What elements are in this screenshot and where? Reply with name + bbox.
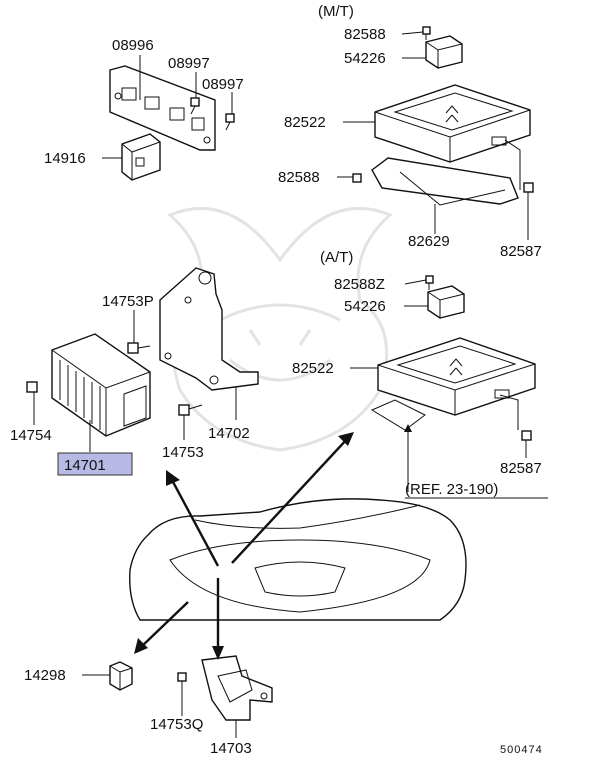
part-label-82588-mt2[interactable]: 82588 xyxy=(278,169,320,186)
bolt-08997b xyxy=(225,113,235,131)
part-label-14753q[interactable]: 14753Q xyxy=(150,716,203,733)
part-label-82522-at[interactable]: 82522 xyxy=(292,360,334,377)
part-label-82587-mt[interactable]: 82587 xyxy=(500,243,542,260)
part-label-14703[interactable]: 14703 xyxy=(210,740,252,757)
module-14701 xyxy=(51,333,151,437)
part-label-82588-mt[interactable]: 82588 xyxy=(344,26,386,43)
bolt-14753p xyxy=(127,342,151,354)
part-label-82522-mt[interactable]: 82522 xyxy=(284,114,326,131)
bracket-82629 xyxy=(371,139,521,206)
highlight-14701 xyxy=(57,452,133,476)
connector-54226-at xyxy=(427,285,465,319)
part-label-14753p[interactable]: 14753P xyxy=(102,293,154,310)
ref-note[interactable]: (REF. 23-190) xyxy=(405,481,498,498)
part-label-82587-at[interactable]: 82587 xyxy=(500,460,542,477)
ecu-82522-at xyxy=(370,337,536,431)
section-label-mt: (M/T) xyxy=(318,3,354,20)
part-label-82629[interactable]: 82629 xyxy=(408,233,450,250)
bracket-08996 xyxy=(109,65,216,151)
section-label-at: (A/T) xyxy=(320,249,353,266)
part-label-14754[interactable]: 14754 xyxy=(10,427,52,444)
part-label-54226-mt[interactable]: 54226 xyxy=(344,50,386,67)
part-label-08997b[interactable]: 08997 xyxy=(202,76,244,93)
bracket-14703 xyxy=(201,655,273,721)
location-arrows xyxy=(134,424,412,660)
relay-14298 xyxy=(109,661,133,691)
part-label-14753[interactable]: 14753 xyxy=(162,444,204,461)
bolt-14753q xyxy=(177,672,187,690)
part-label-14701[interactable]: 14701 xyxy=(64,457,106,474)
bracket-14702 xyxy=(159,267,259,391)
part-label-14916[interactable]: 14916 xyxy=(44,150,86,167)
part-label-14298[interactable]: 14298 xyxy=(24,667,66,684)
screw-82588z xyxy=(425,275,434,290)
part-label-08996[interactable]: 08996 xyxy=(112,37,154,54)
relay-14916 xyxy=(121,133,161,181)
connector-54226-mt xyxy=(425,35,463,69)
part-label-14702[interactable]: 14702 xyxy=(208,425,250,442)
leader-lines xyxy=(33,31,529,738)
part-label-08997a[interactable]: 08997 xyxy=(168,55,210,72)
nut-82588-mt2 xyxy=(352,173,362,183)
bolt-08997a xyxy=(190,97,200,115)
car-outline xyxy=(129,498,467,621)
screw-82588-mt xyxy=(422,26,431,40)
ecu-82522-mt xyxy=(374,84,531,163)
nut-14754 xyxy=(26,381,38,393)
part-label-82588z[interactable]: 82588Z xyxy=(334,276,385,293)
labels: (M/T) (A/T) 08996 08997 08997 14916 8258… xyxy=(10,3,543,757)
nut-82587-mt xyxy=(523,182,534,193)
diagram-id: 500474 xyxy=(500,744,543,756)
part-label-54226-at[interactable]: 54226 xyxy=(344,298,386,315)
nut-82587-at xyxy=(521,430,532,441)
